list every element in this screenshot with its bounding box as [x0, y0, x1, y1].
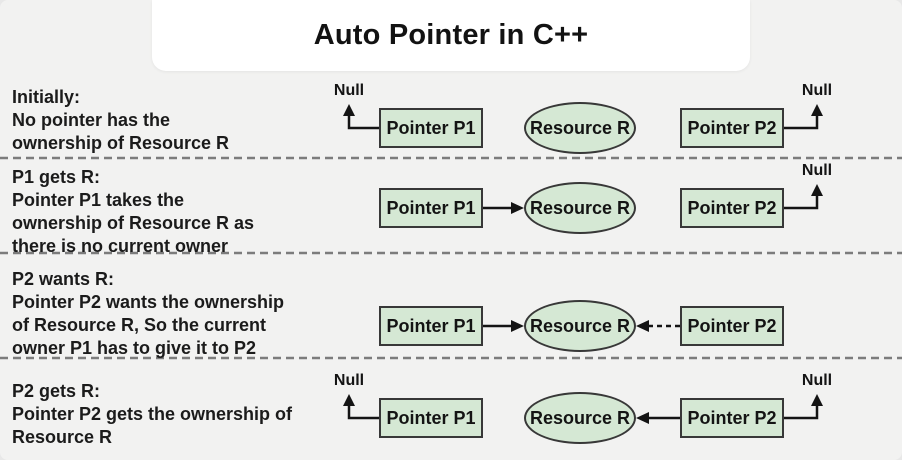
row2-pointer-p2-node: Pointer P2 [680, 188, 784, 228]
row1-pointer-p2-node: Pointer P2 [680, 108, 784, 148]
row4-null-label-left: Null [333, 372, 365, 389]
row1-resource-r-node: Resource R [524, 102, 636, 154]
arrow-line [784, 404, 819, 420]
row3-pointer-p1-node: Pointer P1 [379, 306, 483, 346]
row3-p2-to-resource-dashed-arrow [636, 320, 680, 332]
row1-p2-null-arrow [784, 104, 823, 130]
arrow-left-head [636, 412, 649, 424]
row1-null-label-left: Null [333, 82, 365, 99]
page-title: Auto Pointer in C++ [313, 19, 589, 51]
arrow-line [347, 114, 379, 130]
row3-p1-to-resource-arrow [483, 320, 524, 332]
row4-pointer-p2-node: Pointer P2 [680, 398, 784, 438]
arrow-up-head [343, 104, 355, 116]
arrow-right-head [511, 202, 524, 214]
row4-p1-null-arrow [343, 394, 379, 420]
arrow-line [784, 114, 819, 130]
row4-p2-to-resource-arrow [636, 412, 680, 424]
row4-pointer-p1-node: Pointer P1 [379, 398, 483, 438]
arrow-line [784, 194, 819, 210]
arrow-left-head [636, 320, 649, 332]
arrow-up-head [811, 184, 823, 196]
row2-null-label-right: Null [801, 162, 833, 179]
row4-p2-null-arrow [784, 394, 823, 420]
row3-pointer-p2-node: Pointer P2 [680, 306, 784, 346]
row2-p2-null-arrow [784, 184, 823, 210]
row3-resource-r-node: Resource R [524, 300, 636, 352]
title-card: Auto Pointer in C++ [152, 0, 750, 71]
row1-pointer-p1-node: Pointer P1 [379, 108, 483, 148]
arrow-right-head [511, 320, 524, 332]
arrow-up-head [811, 104, 823, 116]
row2-p1-to-resource-arrow [483, 202, 524, 214]
row2-p1-gets-r-text: P1 gets R: Pointer P1 takes the ownershi… [12, 167, 255, 256]
row2-resource-r-node: Resource R [524, 182, 636, 234]
arrow-up-head [811, 394, 823, 406]
arrow-up-head [343, 394, 355, 406]
row1-null-label-right: Null [801, 82, 833, 99]
row3-p2-wants-r-text: P2 wants R: Pointer P2 wants the ownersh… [12, 269, 285, 358]
row4-p2-gets-r-text: P2 gets R: Pointer P2 gets the ownership… [12, 381, 293, 447]
row1-initially-text: Initially: No pointer has the ownership … [12, 87, 230, 153]
row4-null-label-right: Null [801, 372, 833, 389]
row2-pointer-p1-node: Pointer P1 [379, 188, 483, 228]
row4-resource-r-node: Resource R [524, 392, 636, 444]
row1-p1-null-arrow [343, 104, 379, 130]
arrow-line [347, 404, 379, 420]
